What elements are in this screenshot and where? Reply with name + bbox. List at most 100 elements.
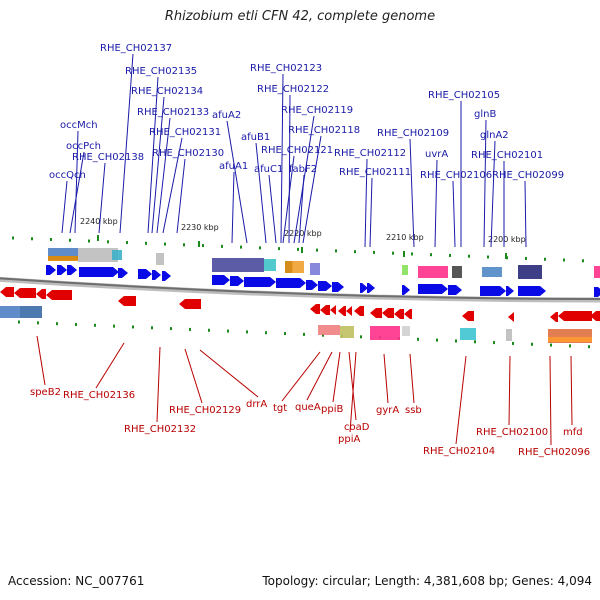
- protein-domain-box[interactable]: [518, 265, 542, 279]
- reverse-gene-arrow[interactable]: [320, 305, 330, 315]
- protein-domain-box[interactable]: [285, 261, 293, 273]
- gene-features[interactable]: [0, 248, 600, 343]
- reverse-gene-arrow[interactable]: [346, 306, 352, 316]
- forward-gene-label[interactable]: RHE_CH02138: [72, 152, 144, 163]
- forward-gene-label[interactable]: afuC1: [254, 164, 283, 175]
- reverse-gene-label[interactable]: speB2: [30, 387, 61, 398]
- protein-domain-box[interactable]: [482, 267, 502, 277]
- forward-gene-arrow[interactable]: [360, 283, 368, 293]
- protein-domain-box[interactable]: [310, 263, 320, 275]
- forward-gene-label[interactable]: occQch: [49, 170, 86, 181]
- reverse-gene-arrow[interactable]: [118, 296, 136, 306]
- forward-gene-label[interactable]: afuB1: [241, 132, 270, 143]
- reverse-gene-label[interactable]: queA: [295, 402, 321, 413]
- reverse-gene-arrow[interactable]: [354, 306, 364, 316]
- forward-gene-arrow[interactable]: [79, 267, 119, 277]
- forward-gene-label[interactable]: occPch: [66, 141, 101, 152]
- reverse-gene-arrow[interactable]: [36, 289, 46, 299]
- protein-domain-box[interactable]: [418, 266, 448, 278]
- reverse-gene-arrow[interactable]: [338, 306, 346, 316]
- forward-gene-label[interactable]: RHE_CH02130: [152, 148, 224, 159]
- reverse-gene-label[interactable]: drrA: [246, 399, 267, 410]
- forward-gene-arrow[interactable]: [244, 277, 276, 287]
- reverse-gene-arrow[interactable]: [0, 287, 14, 297]
- protein-domain-box[interactable]: [340, 326, 354, 338]
- protein-domain-box[interactable]: [548, 337, 592, 342]
- protein-domain-box[interactable]: [402, 326, 410, 336]
- forward-gene-label[interactable]: glnA2: [480, 130, 509, 141]
- protein-domain-box[interactable]: [452, 266, 462, 278]
- reverse-gene-arrow[interactable]: [310, 304, 320, 314]
- forward-gene-arrow[interactable]: [480, 286, 506, 296]
- reverse-gene-label[interactable]: RHE_CH02132: [124, 424, 196, 435]
- reverse-gene-label[interactable]: coaD: [344, 422, 370, 433]
- forward-gene-label[interactable]: occMch: [60, 120, 98, 131]
- reverse-gene-label[interactable]: RHE_CH02136: [63, 390, 135, 401]
- reverse-gene-arrow[interactable]: [179, 299, 201, 309]
- forward-gene-arrow[interactable]: [138, 269, 152, 279]
- reverse-gene-label[interactable]: RHE_CH02100: [476, 427, 548, 438]
- forward-gene-label[interactable]: afuA2: [212, 110, 241, 121]
- protein-domain-box[interactable]: [48, 256, 78, 261]
- forward-gene-label[interactable]: RHE_CH02133: [137, 107, 209, 118]
- forward-gene-arrow[interactable]: [594, 287, 600, 297]
- forward-gene-label[interactable]: RHE_CH02118: [288, 125, 360, 136]
- forward-gene-arrow[interactable]: [57, 265, 67, 275]
- reverse-gene-label[interactable]: mfd: [563, 427, 583, 438]
- protein-domain-box[interactable]: [318, 325, 340, 335]
- forward-gene-label[interactable]: RHE_CH02135: [125, 66, 197, 77]
- forward-gene-label[interactable]: RHE_CH02134: [131, 86, 203, 97]
- forward-gene-label[interactable]: RHE_CH02131: [149, 127, 221, 138]
- forward-gene-arrow[interactable]: [230, 276, 244, 286]
- forward-gene-arrow[interactable]: [332, 282, 344, 292]
- reverse-gene-label[interactable]: ssb: [405, 405, 422, 416]
- forward-gene-label[interactable]: RHE_CH02123: [250, 63, 322, 74]
- forward-gene-arrow[interactable]: [212, 275, 230, 285]
- forward-gene-arrow[interactable]: [402, 285, 410, 295]
- protein-domain-box[interactable]: [264, 259, 276, 271]
- reverse-gene-arrow[interactable]: [404, 309, 412, 319]
- forward-gene-arrow[interactable]: [162, 271, 171, 281]
- forward-gene-arrow[interactable]: [367, 283, 375, 293]
- forward-gene-label[interactable]: RHE_CH02106: [420, 170, 492, 181]
- forward-gene-arrow[interactable]: [448, 285, 462, 295]
- protein-domain-box[interactable]: [156, 253, 164, 265]
- forward-gene-label[interactable]: uvrA: [425, 149, 448, 160]
- protein-domain-box[interactable]: [402, 265, 408, 275]
- reverse-gene-label[interactable]: gyrA: [376, 405, 399, 416]
- reverse-gene-label[interactable]: RHE_CH02096: [518, 447, 590, 458]
- forward-gene-label[interactable]: RHE_CH02109: [377, 128, 449, 139]
- protein-domain-box[interactable]: [0, 306, 20, 318]
- protein-domain-box[interactable]: [78, 248, 118, 262]
- reverse-gene-arrow[interactable]: [590, 311, 600, 321]
- forward-gene-label[interactable]: afuA1: [219, 161, 248, 172]
- forward-gene-label[interactable]: RHE_CH02122: [257, 84, 329, 95]
- forward-gene-label[interactable]: RHE_CH02112: [334, 148, 406, 159]
- forward-gene-label[interactable]: RHE_CH02111: [339, 167, 411, 178]
- protein-domain-box[interactable]: [594, 266, 600, 278]
- reverse-gene-label[interactable]: RHE_CH02129: [169, 405, 241, 416]
- forward-gene-arrow[interactable]: [306, 280, 318, 290]
- reverse-gene-label[interactable]: ppiB: [321, 404, 343, 415]
- reverse-gene-arrow[interactable]: [550, 312, 558, 322]
- protein-domain-box[interactable]: [506, 329, 512, 341]
- reverse-gene-label[interactable]: RHE_CH02104: [423, 446, 495, 457]
- forward-gene-arrow[interactable]: [118, 268, 128, 278]
- forward-gene-arrow[interactable]: [46, 265, 56, 275]
- protein-domain-box[interactable]: [20, 306, 42, 318]
- forward-gene-label[interactable]: RHE_CH02119: [281, 105, 353, 116]
- forward-gene-label[interactable]: RHE_CH02137: [100, 43, 172, 54]
- forward-gene-label[interactable]: RHE_CH02105: [428, 90, 500, 101]
- reverse-gene-arrow[interactable]: [370, 308, 382, 318]
- reverse-gene-arrow[interactable]: [558, 311, 592, 321]
- reverse-gene-arrow[interactable]: [330, 305, 336, 315]
- forward-gene-label[interactable]: RHE_CH02101: [471, 150, 543, 161]
- forward-gene-label[interactable]: fabF2: [289, 164, 317, 175]
- protein-domain-box[interactable]: [112, 250, 122, 260]
- protein-domain-box[interactable]: [292, 261, 304, 273]
- reverse-gene-label[interactable]: tgt: [273, 403, 287, 414]
- reverse-gene-arrow[interactable]: [462, 311, 474, 321]
- forward-gene-arrow[interactable]: [276, 278, 306, 288]
- gene-labels[interactable]: RHE_CH02137RHE_CH02135RHE_CH02134RHE_CH0…: [30, 43, 590, 458]
